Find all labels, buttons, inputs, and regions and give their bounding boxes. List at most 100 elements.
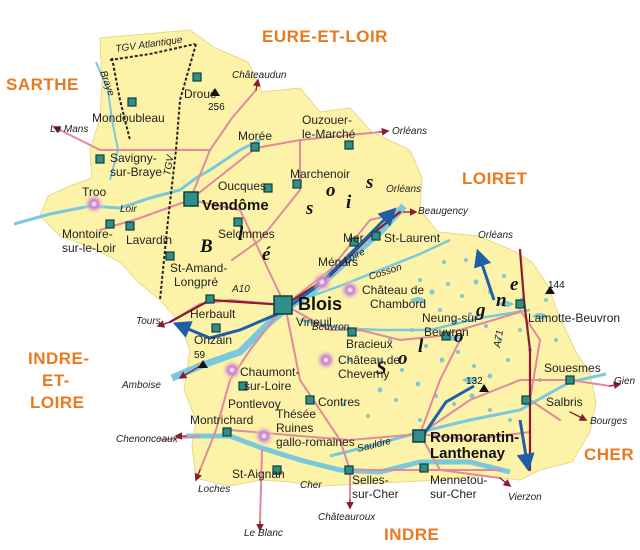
dest-chateauroux: Châteauroux [318,512,376,523]
dest-chateaudun: Châteaudun [232,70,287,81]
marker-ouzouer [344,140,354,150]
label-vineuil: Vineuil [296,315,332,329]
beuvron-river [299,308,531,332]
marker-lavardin [125,221,135,231]
peak-132-icon [479,384,489,392]
marker-vendome [183,191,199,207]
marker-blois [273,295,293,315]
region-eure-et-loir: EURE-ET-LOIR [262,27,388,46]
marker-st-laurent [371,231,381,241]
marker-selles [344,465,354,475]
label-st-amand-1: St-Amand- [170,261,227,275]
label-mer: Mer [343,231,364,245]
label-moree: Morée [238,129,272,143]
marker-mer [349,237,359,247]
marker-lamotte [515,299,525,309]
label-souesmes: Souesmes [544,361,601,375]
marker-st-aignan [272,465,282,475]
town-markers [95,72,575,475]
label-neung-2: Beuvron [424,325,469,339]
dest-le-blanc: Le Blanc [244,528,283,539]
peak-59-icon [198,360,208,368]
dest-amboise: Amboise [121,380,161,391]
area-sologne: S o l o g n e [376,274,519,379]
label-salbris: Salbris [546,395,583,409]
label-savigny-2: sur-Braye [110,165,162,179]
svg-text:é: é [262,244,271,265]
dest-beaugency: Beaugency [418,206,469,217]
label-thesee-2: Ruines [276,421,313,435]
label-thesee-1: Thésée [276,407,316,421]
label-chaumont-2: sur-Loire [244,379,292,393]
label-montrichard: Montrichard [190,413,253,427]
label-neung-1: Neung-sur- [422,311,482,325]
label-contres: Contres [318,395,360,409]
label-tgv: TGV [162,153,177,176]
label-romorantin-1: Romorantin- [430,429,519,446]
svg-text:i: i [346,192,352,213]
marker-romorantin [412,429,426,443]
dest-bourges: Bourges [590,416,627,427]
label-mondoubleau: Mondoubleau [92,111,165,125]
svg-text:o: o [398,348,408,369]
department-territory [39,29,597,487]
label-selles-2: sur-Cher [352,487,399,501]
svg-text:l: l [238,224,244,245]
label-marchenoir: Marchenoir [290,167,350,181]
label-herbault: Herbault [190,307,236,321]
label-a10: A10 [231,284,250,295]
label-lavardin: Lavardin [126,233,172,247]
label-mennetou-1: Mennetou- [430,473,487,487]
area-blesois: B l é s o i s [199,172,373,265]
svg-text:o: o [326,180,336,201]
marker-savigny [95,154,105,164]
railways [109,43,197,301]
label-a71: A71 [492,329,506,349]
svg-text:s: s [305,198,313,219]
svg-text:e: e [510,274,519,295]
label-chaumont-1: Chaumont- [240,365,299,379]
label-romorantin-2: Lanthenay [430,445,506,462]
marker-pontlevoy [238,381,248,391]
dest-le-mans: Le Mans [50,124,88,135]
svg-text:n: n [496,290,507,311]
peak-256-icon [210,88,220,96]
marker-bracieux [347,327,357,337]
marker-souesmes [565,375,575,385]
region-loiret: LOIRET [462,169,527,188]
blue-arrows [172,207,535,472]
region-indre: INDRE [384,525,439,544]
elevation-144: 144 [548,280,565,291]
label-blois: Blois [298,294,342,314]
label-loir: Loir [120,204,137,215]
label-thesee-3: gallo-romaines [276,435,355,449]
svg-text:o: o [454,326,464,347]
marker-droue [192,72,202,82]
region-indre-et-loire-line1: INDRE- [28,349,90,368]
elevation-59: 59 [194,350,206,361]
dest-tours: Tours [136,316,161,327]
marker-contres [305,395,315,405]
dest-orleans-mid: Orléans [386,184,421,195]
svg-text:S: S [376,358,387,379]
marker-oucques [263,183,273,193]
label-oucques: Oucques [218,179,266,193]
label-cher: Cher [300,480,322,491]
svg-text:s: s [365,172,373,193]
dest-orleans-right: Orléans [478,230,513,241]
marker-salbris [521,395,531,405]
cher-river [186,433,511,475]
elevation-marks [198,88,555,392]
label-vendome: Vendôme [202,197,269,214]
marker-selommes [233,217,243,227]
roads [52,78,622,532]
region-sarthe: SARTHE [6,75,79,94]
label-selles-1: Selles- [352,473,389,487]
label-st-aignan: St-Aignan [232,467,285,481]
label-droue: Droué [184,87,217,101]
marker-montrichard [222,427,232,437]
label-pontlevoy: Pontlevoy [228,397,281,411]
svg-text:l: l [418,336,424,357]
region-indre-et-loire-line3: LOIRE [30,393,84,412]
